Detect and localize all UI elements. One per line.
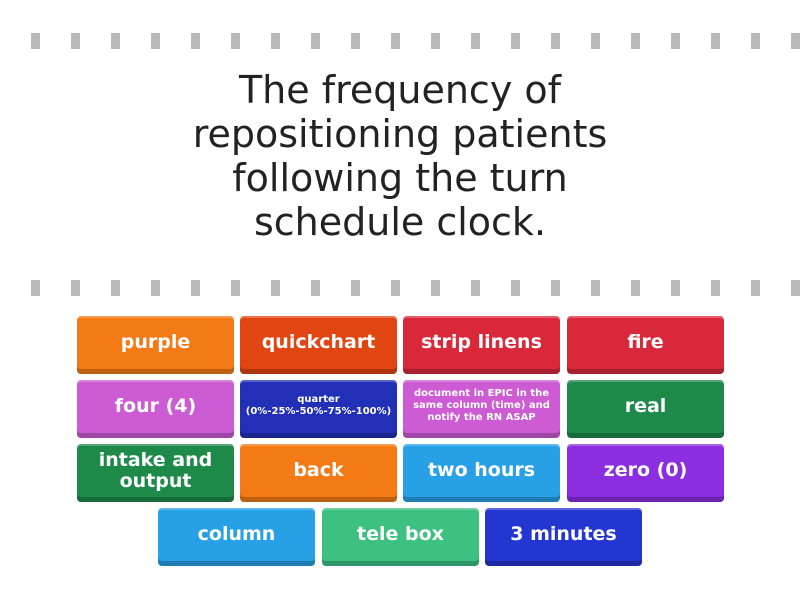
answer-tile[interactable]: purple bbox=[77, 316, 234, 374]
answer-tile[interactable]: back bbox=[240, 444, 397, 502]
dashed-divider-top bbox=[0, 33, 800, 49]
dashed-divider-bottom bbox=[0, 280, 800, 296]
answer-tile[interactable]: two hours bbox=[403, 444, 560, 502]
question-text: The frequency of repositioning patients … bbox=[192, 68, 608, 244]
answer-tile[interactable]: column bbox=[158, 508, 315, 566]
answer-tile[interactable]: intake and output bbox=[77, 444, 234, 502]
answer-tile[interactable]: real bbox=[567, 380, 724, 438]
answer-tile[interactable]: quickchart bbox=[240, 316, 397, 374]
answer-tile[interactable]: document in EPIC in the same column (tim… bbox=[403, 380, 560, 438]
answer-tile[interactable]: strip linens bbox=[403, 316, 560, 374]
answer-tile[interactable]: quarter (0%-25%-50%-75%-100%) bbox=[240, 380, 397, 438]
answer-tile[interactable]: zero (0) bbox=[567, 444, 724, 502]
answer-tile[interactable]: tele box bbox=[322, 508, 479, 566]
answer-tile[interactable]: four (4) bbox=[77, 380, 234, 438]
answer-tile[interactable]: fire bbox=[567, 316, 724, 374]
answer-tile[interactable]: 3 minutes bbox=[485, 508, 642, 566]
